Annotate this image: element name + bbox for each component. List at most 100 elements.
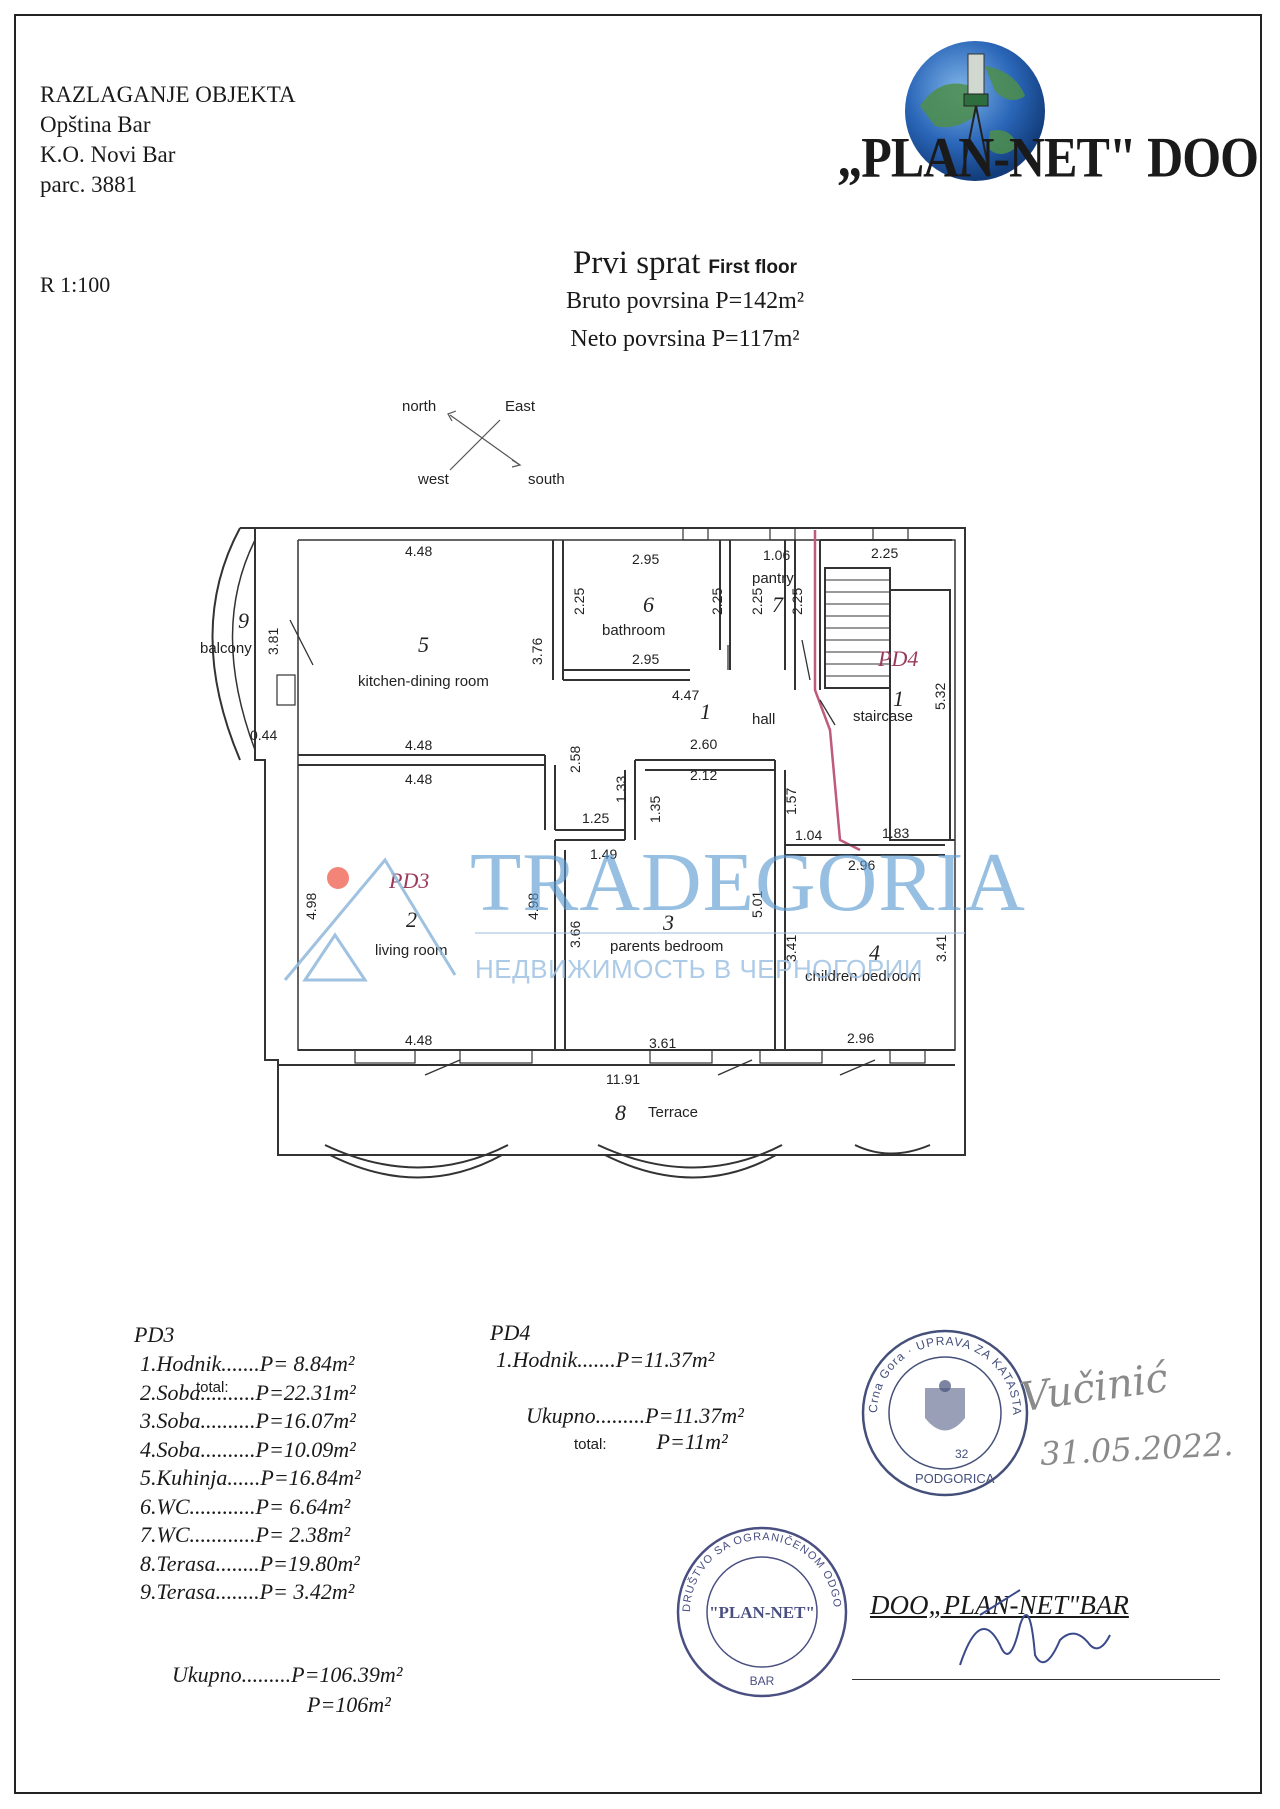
- dim-label: 2.25: [871, 545, 898, 561]
- pd3-table-heading: PD3: [134, 1322, 175, 1347]
- staircase-number: 1: [893, 686, 904, 711]
- cadastre-stamp-city: PODGORICA: [915, 1471, 995, 1486]
- pd4-label: PD4: [877, 646, 918, 671]
- compass-north: north: [402, 398, 436, 415]
- dim-label: 1.33: [613, 776, 629, 803]
- dim-label: 1.04: [795, 827, 822, 843]
- room-9-number: 9: [238, 608, 249, 633]
- pd3-row: 4.Soba..........P=10.09m²: [140, 1436, 356, 1462]
- pd3-total: Ukupno.........P=106.39m² P=106m²: [172, 1660, 402, 1720]
- dim-label: 11.91: [606, 1071, 640, 1087]
- watermark-mountain-icon: [283, 857, 457, 981]
- plan-net-stamp-center: "PLAN-NET": [709, 1603, 815, 1622]
- room-6-number: 6: [643, 592, 654, 617]
- room-8-name: Terrace: [648, 1104, 698, 1121]
- dim-label: 2.95: [632, 651, 659, 667]
- dim-label: 1.06: [763, 547, 790, 563]
- room-2-name: living room: [375, 942, 448, 959]
- pd3-row: 2.Soba..........P=22.31m²: [140, 1379, 356, 1405]
- room-2-number: 2: [406, 907, 417, 932]
- dim-label: 5.32: [932, 683, 948, 710]
- dim-label: 5.01: [749, 891, 765, 918]
- dim-label: 2.96: [847, 1030, 874, 1046]
- pd3-total-exact: Ukupno.........P=106.39m²: [172, 1662, 403, 1687]
- pd3-total-label: total:: [196, 1379, 229, 1396]
- dim-label: 2.25: [709, 588, 725, 615]
- company-name: „PLAN-NET" DOO: [837, 124, 1259, 190]
- coat-of-arms-icon: [925, 1380, 965, 1431]
- room-1-name: hall: [752, 711, 775, 728]
- pd3-row: 3.Soba..........P=16.07m²: [140, 1408, 356, 1433]
- watermark-dot-icon: [327, 867, 349, 889]
- pd3-area-table: PD3 1.Hodnik.......P= 8.84m² 2.Soba.....…: [134, 1320, 361, 1607]
- dim-label: 2.58: [567, 746, 583, 773]
- pd3-row: 6.WC............P= 6.64m²: [140, 1493, 351, 1519]
- dim-label: 1.35: [647, 796, 663, 823]
- signature-line: [852, 1679, 1220, 1680]
- outer-walls: [211, 527, 966, 1179]
- header-title: RAZLAGANJE OBJEKTA: [40, 82, 296, 107]
- dim-label: 4.48: [405, 543, 432, 559]
- dim-label: 1.57: [783, 788, 799, 815]
- plan-net-stamp: DRUŠTVO SA OGRANIČENOM ODGOVORNOŠĆU "PLA…: [670, 1520, 848, 1698]
- dim-label: 1.25: [582, 810, 609, 826]
- dim-label: 2.96: [848, 857, 875, 873]
- room-7-number: 7: [772, 592, 784, 617]
- room-7-name: pantry: [752, 570, 794, 587]
- header-municipality: Opština Bar: [40, 112, 151, 137]
- compass-west: west: [417, 471, 450, 488]
- cadastre-stamp: Crna Gora · UPRAVA ZA KATASTAR I DRŽAVNU…: [855, 1318, 1029, 1497]
- dim-label: 3.61: [649, 1035, 676, 1051]
- svg-text:DRUŠTVO SA OGRANIČENOM ODGOVOR: DRUŠTVO SA OGRANIČENOM ODGOVORNOŠĆU: [670, 1520, 843, 1612]
- room-8-number: 8: [615, 1100, 626, 1125]
- dim-label: 3.41: [783, 935, 799, 962]
- dim-label: 2.12: [690, 767, 717, 783]
- pd3-label: PD3: [388, 868, 429, 893]
- pd3-row: 5.Kuhinja......P=16.84m²: [140, 1465, 361, 1490]
- room-3-name: parents bedroom: [610, 938, 723, 955]
- pd3-row: 7.WC............P= 2.38m²: [140, 1522, 351, 1547]
- dim-label: 3.81: [265, 628, 281, 655]
- dim-label: 2.25: [571, 588, 587, 615]
- room-9-name: balcony: [200, 640, 252, 657]
- compass-south: south: [528, 471, 565, 488]
- dim-label: 4.47: [672, 687, 699, 703]
- pd4-row: 1.Hodnik.......P=11.37m²: [496, 1347, 715, 1372]
- pd4-total-rounded: P=11m²: [656, 1428, 728, 1454]
- dim-label: 4.48: [405, 1032, 432, 1048]
- header-parcel: parc. 3881: [40, 172, 138, 197]
- dim-label: 4.48: [405, 771, 432, 787]
- dim-label: 4.98: [303, 893, 319, 920]
- room-4-name: children bedroom: [805, 968, 921, 985]
- dim-label: 3.66: [567, 921, 583, 948]
- dim-label: 0.44: [250, 727, 277, 743]
- dim-label: 3.76: [529, 638, 545, 665]
- room-4-number: 4: [869, 940, 880, 965]
- room-6-name: bathroom: [602, 622, 665, 639]
- dim-label: 4.48: [405, 737, 432, 753]
- signature-scribble-icon: [959, 1589, 1111, 1666]
- gross-area: Bruto povrsina P=142m²: [565, 288, 805, 314]
- dim-label: 2.95: [632, 551, 659, 567]
- watermark: TRADEGORIA НЕДВИЖИМОСТЬ В ЧЕРНОГОРИИ: [283, 836, 1026, 984]
- signature-company: DOO„PLAN-NET"BAR: [870, 1590, 1129, 1620]
- header-cadastral: K.O. Novi Bar: [40, 142, 176, 167]
- pd3-row: 1.Hodnik.......P= 8.84m²: [140, 1351, 355, 1376]
- watermark-tagline: НЕДВИЖИМОСТЬ В ЧЕРНОГОРИИ: [475, 954, 923, 984]
- globe-logo-icon: [905, 41, 1045, 181]
- dim-label: 1.83: [882, 825, 909, 841]
- plan-net-stamp-outer-text: DRUŠTVO SA OGRANIČENOM ODGOVORNOŠĆU: [670, 1520, 842, 1612]
- pd3-row: 9.Terasa........P= 3.42m²: [140, 1579, 355, 1604]
- watermark-brand: TRADEGORIA: [470, 836, 1026, 929]
- net-area: Neto povrsina P=117m²: [570, 326, 800, 352]
- dim-label: 1.49: [590, 846, 617, 862]
- pd3-row: 8.Terasa........P=19.80m²: [140, 1550, 360, 1576]
- dim-label: 2.25: [749, 588, 765, 615]
- pd4-total-label: total:: [574, 1435, 607, 1453]
- compass-east: East: [505, 398, 536, 415]
- document-sheet: [14, 14, 1262, 1794]
- room-5-number: 5: [418, 632, 429, 657]
- room-1-number: 1: [700, 699, 711, 724]
